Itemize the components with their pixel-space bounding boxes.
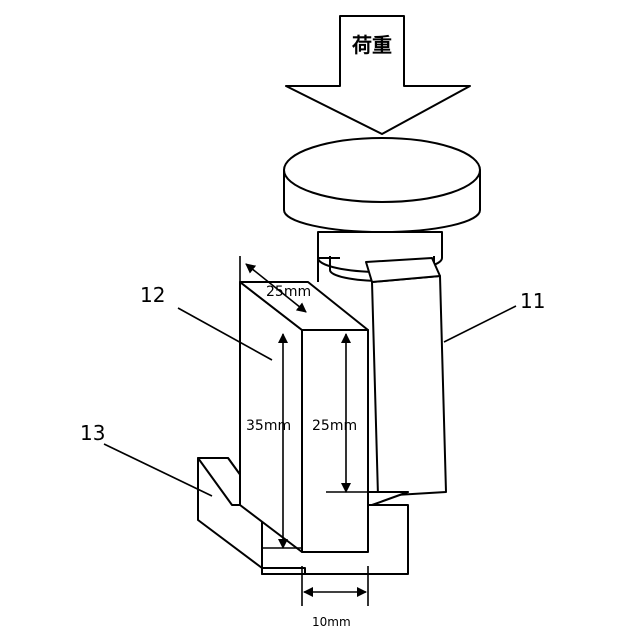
- dim-height-upper-label: 25mm: [312, 418, 357, 434]
- dim-width-top-label: 25mm: [266, 284, 311, 300]
- part-12-specimen: [240, 258, 368, 552]
- part-11-block: [366, 258, 446, 496]
- load-label: 荷重: [352, 33, 392, 57]
- callout-13: 13: [80, 421, 105, 445]
- callout-12: 12: [140, 283, 165, 307]
- leader-part-11: [444, 306, 516, 342]
- callout-11: 11: [520, 289, 545, 313]
- leader-part-13: [104, 444, 212, 496]
- dim-thickness-label: 10mm: [312, 615, 351, 629]
- load-plate: [284, 138, 480, 232]
- dim-height-total-label: 35mm: [246, 418, 291, 434]
